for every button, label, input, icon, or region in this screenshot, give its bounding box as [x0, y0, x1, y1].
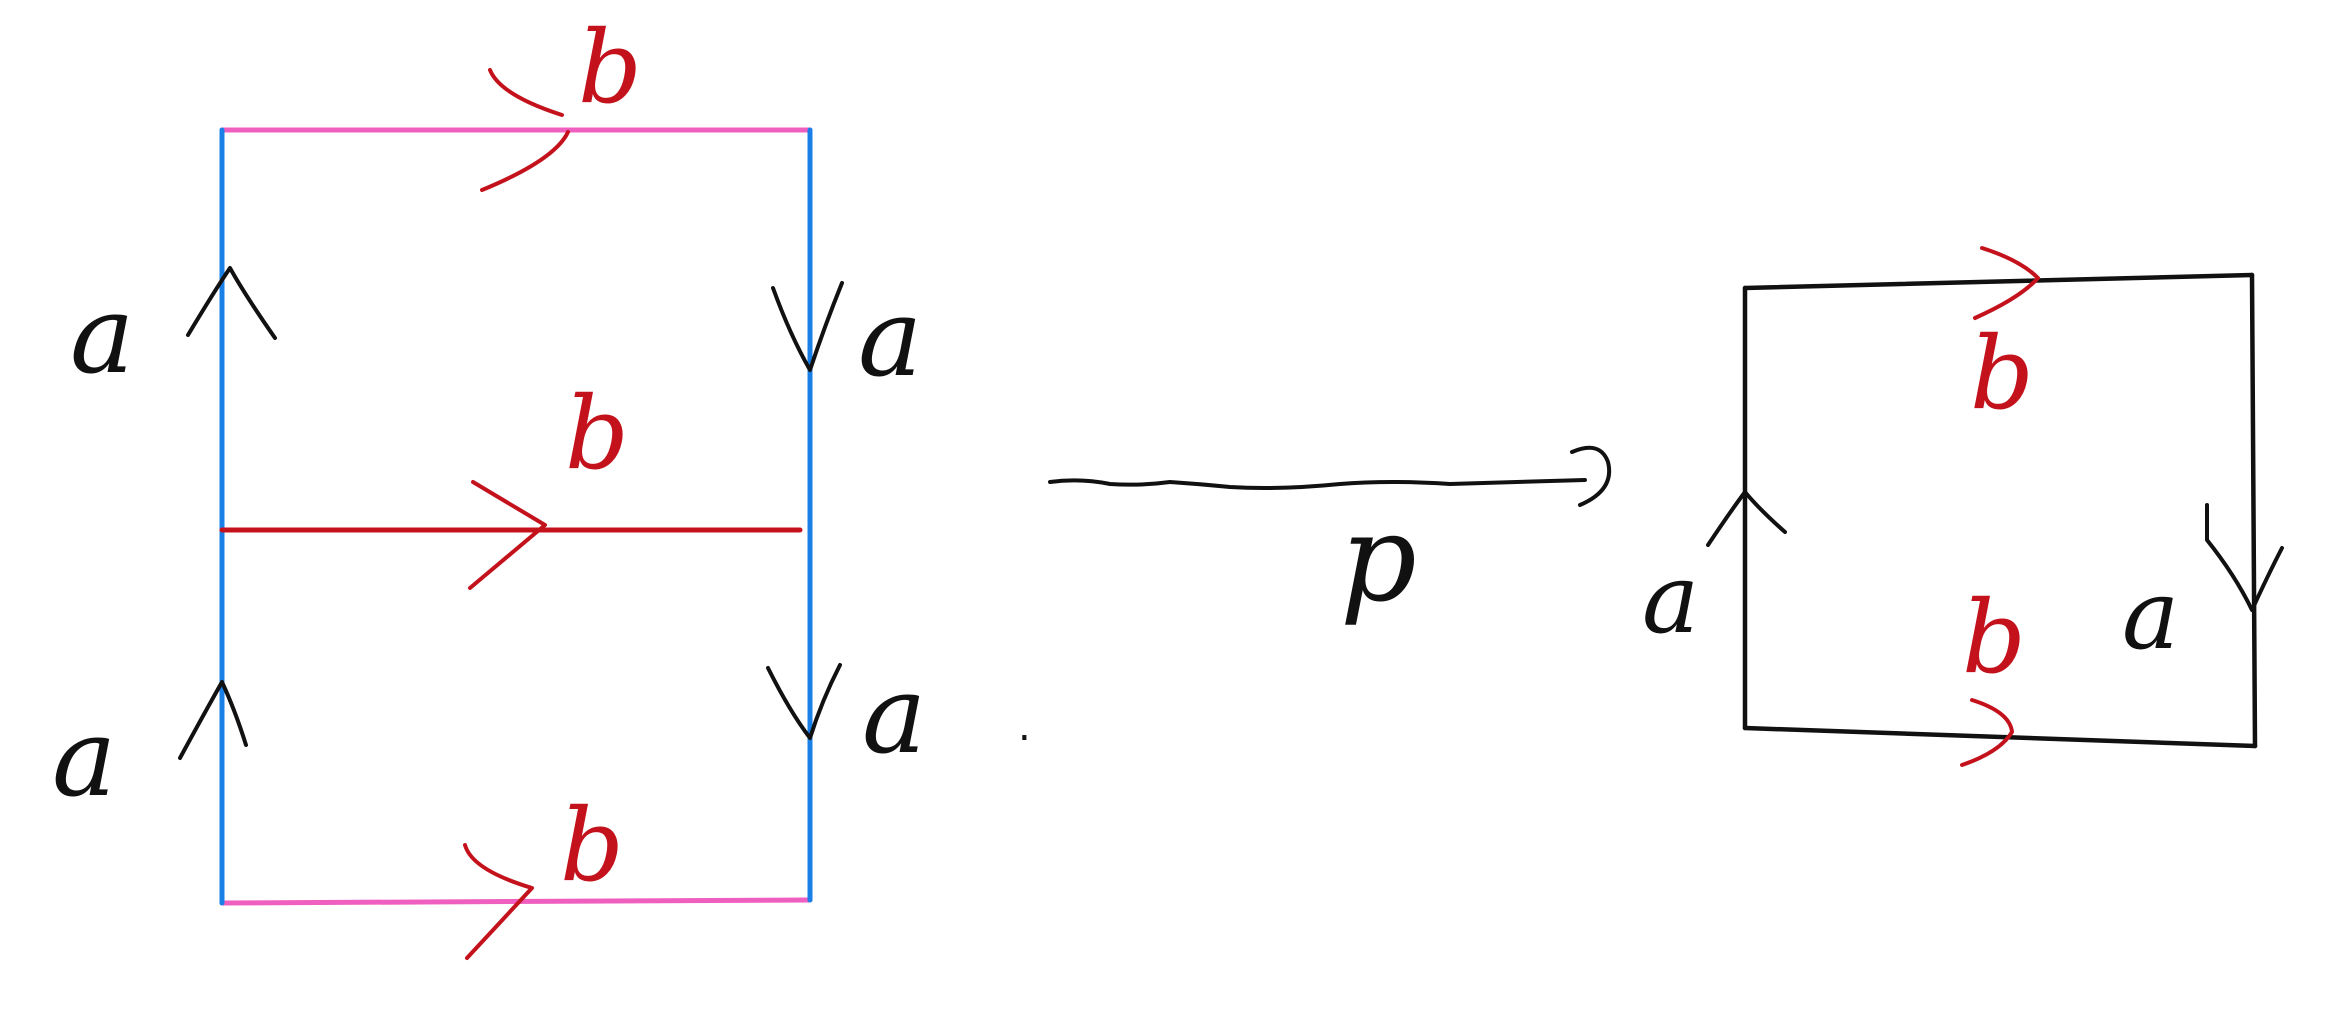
left-rectangle: [219, 127, 813, 906]
map-arrow: [1048, 445, 1612, 507]
right-label-a-right: a: [2122, 559, 2179, 671]
label-b-bottom: b: [560, 787, 624, 904]
right-label-a-left: a: [1642, 543, 1699, 655]
arrowhead-right-lower-down: [766, 663, 842, 740]
map-arrow-shaft: [1048, 478, 1587, 490]
arrowhead-left-lower-up: [178, 680, 248, 760]
arrowhead-left-upper-up: [186, 266, 277, 340]
left-arrowheads: [178, 68, 844, 960]
arrowhead-right-top: [1973, 246, 2040, 320]
label-a-upper-left: a: [70, 273, 134, 398]
right-label-b-bottom: b: [1962, 579, 2026, 696]
map-label-p: p: [1340, 490, 1417, 629]
arrowhead-right-upper-down: [771, 281, 844, 372]
right-bottom-edge: [1742, 725, 2258, 749]
label-b-middle: b: [565, 375, 629, 492]
arrowhead-right-right-down: [2205, 503, 2284, 612]
arrowhead-middle-right: [468, 480, 547, 590]
right-right-edge: [2249, 272, 2258, 749]
label-b-top: b: [578, 9, 642, 126]
label-a-upper-right: a: [858, 276, 922, 401]
right-top-edge: [1742, 272, 2255, 291]
arrowhead-top-right: [480, 68, 570, 192]
right-label-b-top: b: [1970, 315, 2034, 432]
arrowhead-bottom-right: [463, 843, 534, 960]
left-bottom-edge: [219, 897, 813, 906]
right-arrowheads: [1706, 246, 2284, 767]
arrowhead-right-left-up: [1706, 490, 1787, 547]
stray-mark: .: [1018, 704, 1031, 750]
label-a-lower-right: a: [862, 653, 926, 778]
arrowhead-right-bottom: [1960, 698, 2014, 767]
label-a-lower-left: a: [52, 696, 116, 821]
map-arrow-head: [1570, 445, 1612, 507]
right-quadrilateral: [1742, 272, 2258, 749]
